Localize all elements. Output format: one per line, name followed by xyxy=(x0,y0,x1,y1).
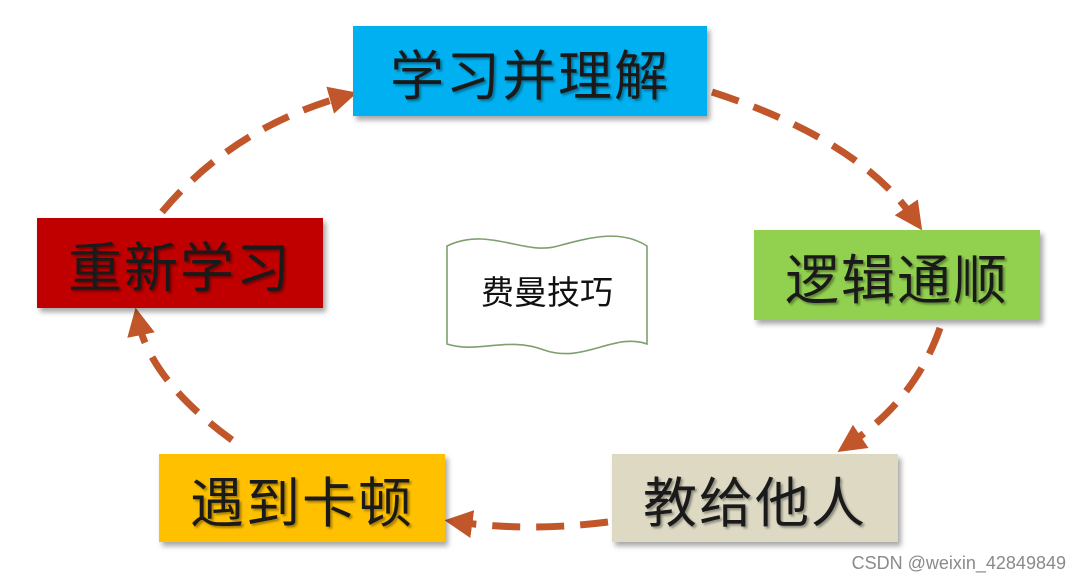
step-get-stuck: 遇到卡顿 xyxy=(159,454,445,542)
step-learn-understand: 学习并理解 xyxy=(353,26,707,116)
center-banner-shape xyxy=(446,235,648,355)
arrow-teach-to-stuck xyxy=(444,510,609,538)
step-relearn: 重新学习 xyxy=(37,218,323,308)
arrow-stuck-to-relearn xyxy=(127,307,235,443)
step-logical-flow: 逻辑通顺 xyxy=(754,230,1040,320)
watermark: CSDN @weixin_42849849 xyxy=(851,553,1066,573)
step-label: 学习并理解 xyxy=(390,44,670,108)
step-label: 遇到卡顿 xyxy=(190,471,414,535)
step-teach-others: 教给他人 xyxy=(612,454,898,542)
arrow-logic-to-teach xyxy=(837,326,944,453)
center-label: 费曼技巧 xyxy=(481,273,613,312)
arrow-relearn-to-understand xyxy=(159,86,358,215)
arrow-understand-to-logic xyxy=(710,88,923,231)
step-label: 教给他人 xyxy=(643,471,867,535)
step-label: 重新学习 xyxy=(68,236,292,300)
step-label: 逻辑通顺 xyxy=(785,248,1009,312)
